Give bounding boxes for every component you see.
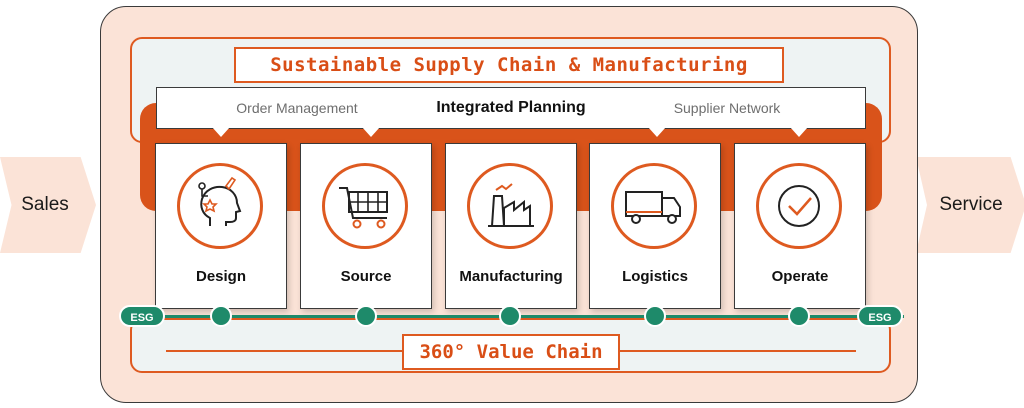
supplier-network-label: Supplier Network	[673, 100, 781, 116]
checkmark-circle-icon	[778, 185, 820, 227]
rail-node	[788, 305, 810, 327]
stage-label: Operate	[771, 268, 829, 285]
sales-label: Sales	[21, 194, 69, 215]
factory-icon	[488, 183, 534, 227]
stage-card-source[interactable]: Source	[300, 143, 432, 309]
stage-card-manufacturing[interactable]: Manufacturing	[445, 143, 577, 309]
order-management-label: Order Management	[236, 100, 358, 116]
esg-badge-right: ESG	[857, 305, 903, 327]
planning-bar: Order Management Integrated Planning Sup…	[156, 87, 866, 129]
sales-chevron: Sales	[0, 157, 96, 253]
planning-pointer	[212, 127, 230, 137]
rail-node	[499, 305, 521, 327]
shopping-cart-icon	[339, 187, 388, 229]
esg-badge-left: ESG	[119, 305, 165, 327]
stage-label: Manufacturing	[459, 268, 563, 285]
service-chevron: Service	[916, 157, 1024, 253]
stage-label: Logistics	[622, 268, 688, 285]
rail-node	[644, 305, 666, 327]
rail-node	[210, 305, 232, 327]
service-label: Service	[939, 194, 1003, 215]
head-idea-icon	[198, 176, 242, 226]
stage-label: Design	[195, 268, 246, 285]
planning-pointer	[362, 127, 380, 137]
rail-node	[355, 305, 377, 327]
truck-icon	[625, 191, 681, 224]
bottom-rule-left	[166, 350, 402, 352]
planning-pointer	[790, 127, 808, 137]
planning-pointer	[648, 127, 666, 137]
integrated-planning-label: Integrated Planning	[436, 99, 586, 116]
stage-label: Source	[340, 268, 392, 285]
bottom-rule-right	[620, 350, 856, 352]
stage-card-logistics[interactable]: Logistics	[589, 143, 721, 309]
stage-card-operate[interactable]: Operate	[734, 143, 866, 309]
diagram-title: Sustainable Supply Chain & Manufacturing	[234, 47, 784, 83]
stage-card-design[interactable]: Design	[155, 143, 287, 309]
value-chain-label: 360° Value Chain	[402, 334, 620, 370]
